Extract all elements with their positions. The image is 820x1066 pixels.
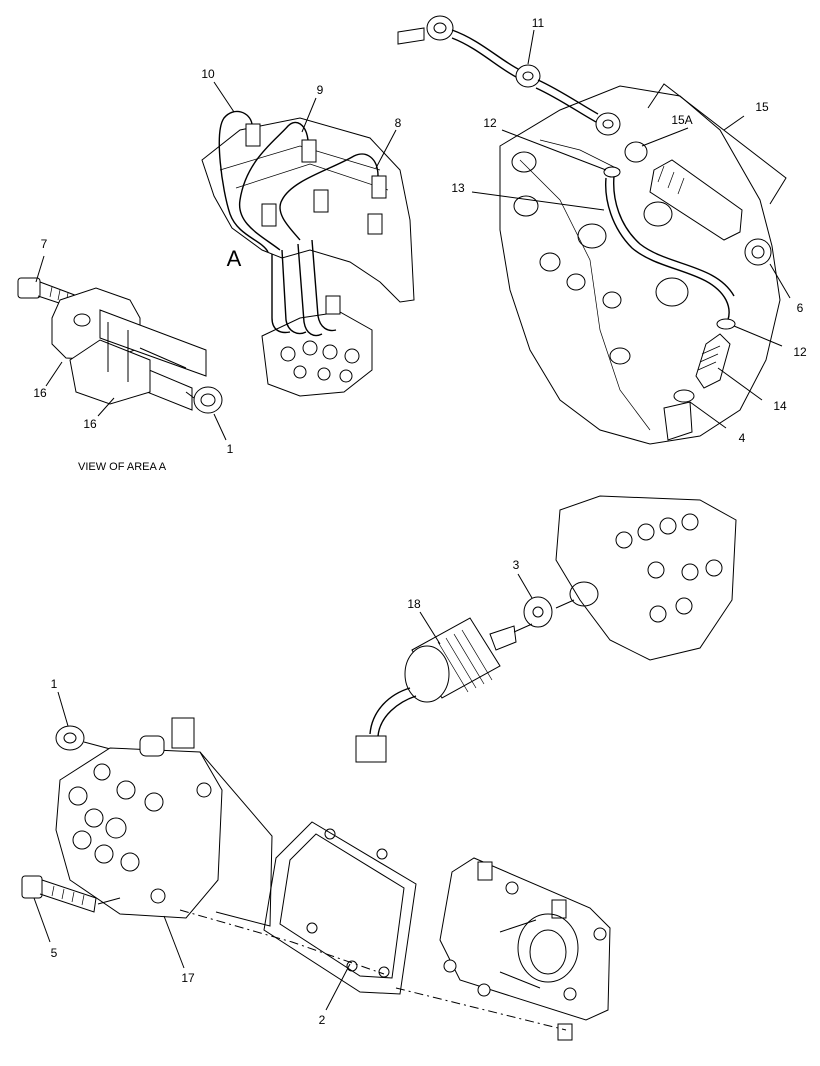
callout-14: 14 [773, 399, 787, 413]
callout-6: 6 [797, 301, 804, 315]
callout-9: 9 [317, 83, 324, 97]
fuel-line-tubes [218, 110, 379, 337]
cap-15a [624, 141, 648, 163]
pump-fittings [245, 123, 387, 235]
callout-labels: 7 16 16 1 10 9 8 A VIEW OF AREA A 11 12 … [33, 16, 807, 1027]
fuel-injection-lines-assembly [201, 110, 415, 397]
callout-16-top: 16 [33, 386, 47, 400]
solenoid-connector [355, 735, 387, 763]
pump-17 [55, 717, 273, 927]
washer-12-top [603, 166, 621, 178]
callout-18: 18 [407, 597, 421, 611]
bracket-15 [647, 83, 787, 205]
clamp-bracket-16 [51, 287, 207, 411]
washer-4 [673, 389, 695, 403]
area-a-marker: A [227, 246, 242, 271]
callout-8: 8 [395, 116, 402, 130]
housing-bolts [615, 513, 723, 623]
callout-12-right: 12 [793, 345, 807, 359]
block-bosses [511, 151, 689, 365]
callout-3: 3 [513, 558, 520, 572]
fitting-6 [744, 238, 772, 266]
callout-12-top: 12 [483, 116, 497, 130]
callout-2: 2 [319, 1013, 326, 1027]
callout-7: 7 [41, 237, 48, 251]
leader-lines [33, 29, 791, 1011]
solenoid-18 [404, 617, 533, 703]
pump-gasket-assembly [21, 717, 611, 1041]
solenoid-wire [369, 687, 411, 735]
tube-13 [605, 177, 730, 329]
callout-15a: 15A [671, 113, 692, 127]
view-of-area-a-caption: VIEW OF AREA A [78, 461, 167, 473]
washer-12-right [716, 318, 736, 330]
solenoid-assembly [355, 495, 737, 763]
lower-pump-head [261, 295, 373, 397]
callout-5: 5 [51, 946, 58, 960]
callout-11: 11 [532, 16, 545, 30]
governor-housing [439, 857, 611, 1041]
callout-10: 10 [201, 67, 215, 81]
callout-1-bottom: 1 [51, 677, 58, 691]
callout-4: 4 [739, 431, 746, 445]
callout-16-bottom: 16 [83, 417, 97, 431]
gasket-2 [263, 821, 417, 995]
injector-15 [649, 159, 743, 241]
fitting-14 [695, 333, 731, 389]
callout-17: 17 [181, 971, 195, 985]
callout-1-top: 1 [227, 442, 234, 456]
nut-1-top [193, 386, 223, 414]
fuel-supply-assembly [397, 15, 787, 445]
washer-3 [523, 596, 553, 628]
callout-15: 15 [755, 100, 769, 114]
fuel-line-11 [397, 15, 621, 136]
bolt-5 [21, 875, 121, 913]
nut-1-bottom [55, 725, 115, 751]
callout-13: 13 [451, 181, 465, 195]
view-of-area-a-assembly [17, 277, 223, 414]
